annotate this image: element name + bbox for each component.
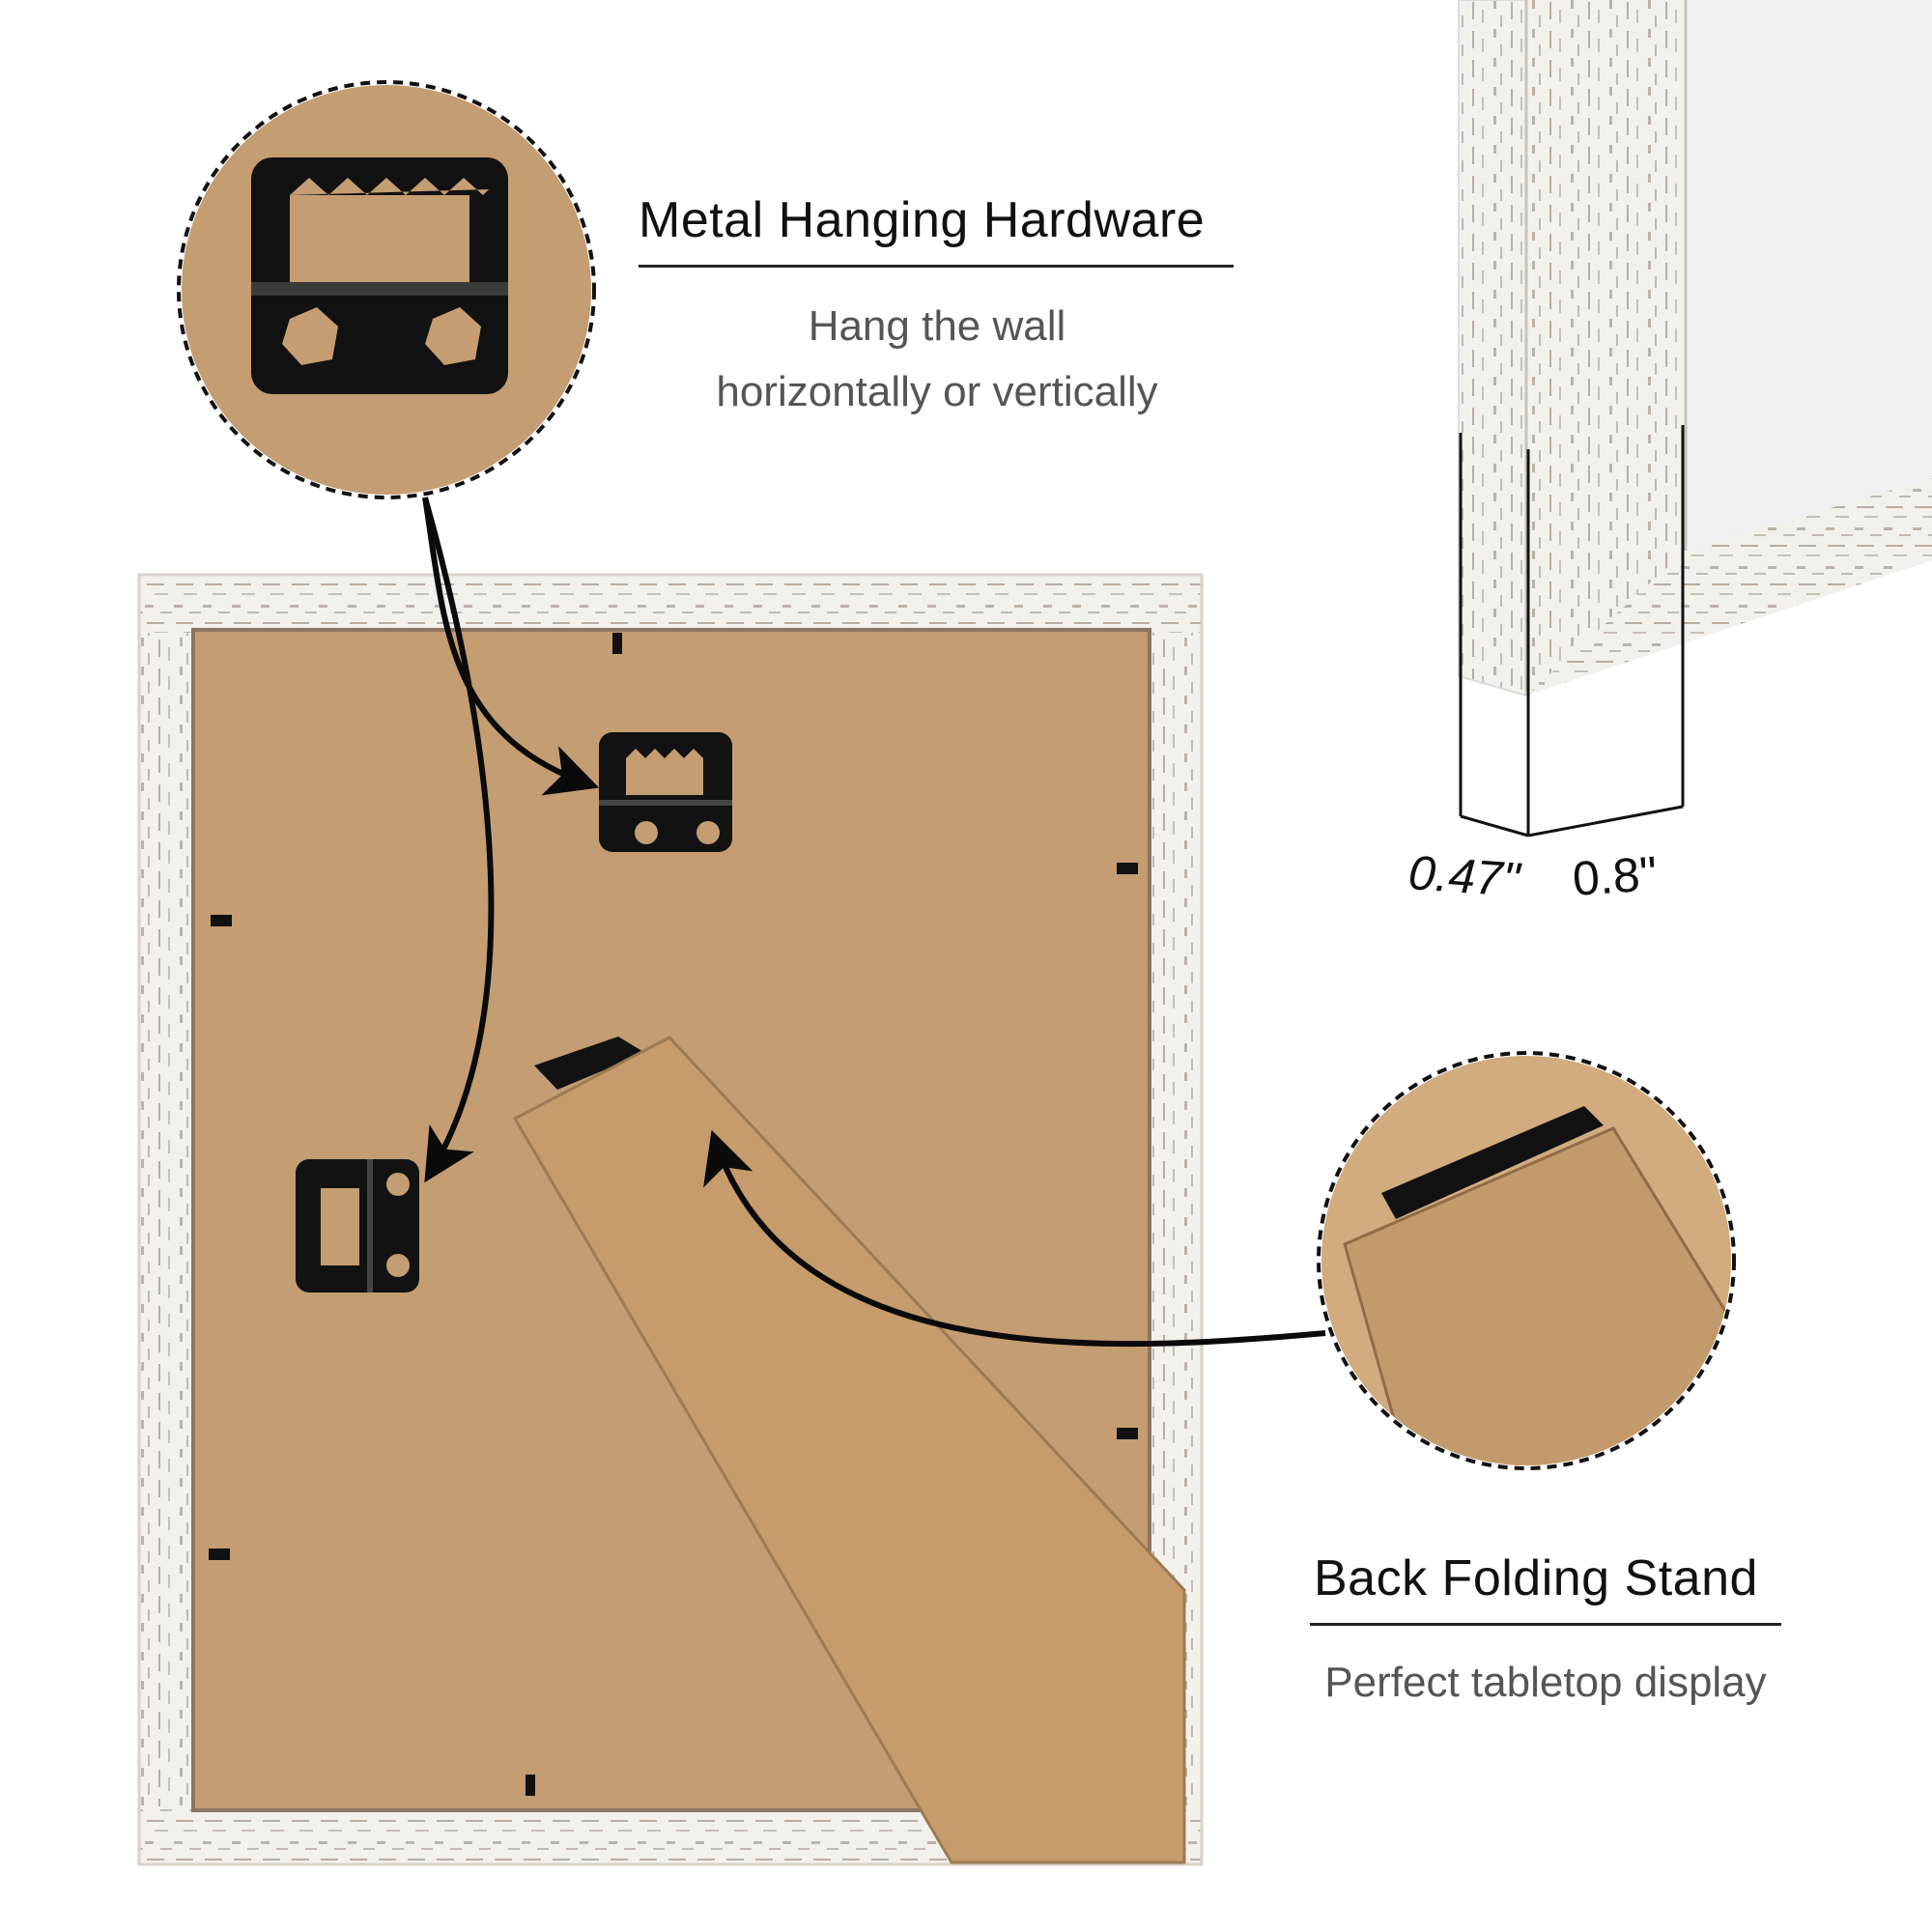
picture-frame-back <box>137 573 1204 1866</box>
retaining-clip <box>526 1775 535 1796</box>
retaining-clip <box>612 633 622 654</box>
stand-description: Perfect tabletop display <box>1324 1659 1767 1706</box>
folding-stand-title: Back Folding Stand <box>1314 1550 1758 1606</box>
width-dimension-label: 0.8" <box>1571 846 1660 906</box>
frame-corner-profile <box>1458 0 1932 838</box>
hanging-description-line-2: horizontally or vertically <box>716 368 1158 415</box>
folding-easel-stand <box>512 1036 1186 1864</box>
retaining-clip <box>209 1548 230 1560</box>
arrow-to-vertical-hanger <box>422 497 495 1183</box>
retaining-clip <box>1117 1428 1138 1439</box>
arrow-to-easel-stand <box>703 1129 1326 1348</box>
dimension-lines <box>1459 425 1685 838</box>
retaining-clip <box>1117 863 1138 874</box>
folding-stand-zoom-circle <box>1317 1051 1736 1470</box>
retaining-clip <box>211 915 232 926</box>
hanging-description: Hang the wall horizontally or vertically <box>638 294 1236 425</box>
hanging-description-line-1: Hang the wall <box>808 302 1066 350</box>
hanging-hardware-zoom-circle <box>177 80 596 499</box>
stand-title-underline <box>1310 1623 1781 1626</box>
hanging-title-underline <box>639 265 1234 268</box>
sawtooth-hanger-horizontal <box>599 732 732 852</box>
sawtooth-hanger-vertical <box>296 1159 419 1293</box>
arrow-to-horizontal-hanger <box>422 497 600 796</box>
depth-dimension-label: 0.47" <box>1406 845 1521 907</box>
connector-arrows <box>422 497 1326 1348</box>
hanging-hardware-title: Metal Hanging Hardware <box>639 192 1206 248</box>
